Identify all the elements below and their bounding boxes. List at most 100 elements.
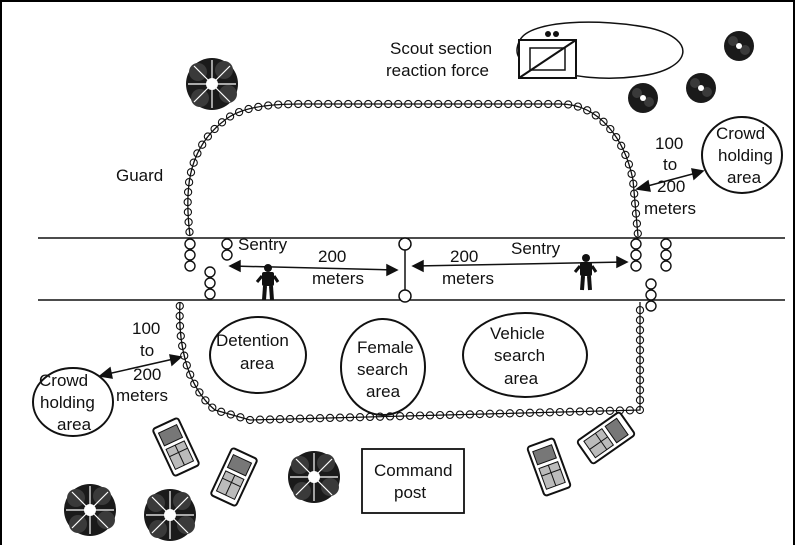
wire-loop (633, 229, 642, 238)
wire-loop (565, 407, 575, 416)
wire-loop (474, 99, 483, 109)
wire-loop (385, 412, 395, 421)
wire-loop (201, 396, 210, 405)
sentry-left-label: Sentry (238, 235, 288, 254)
wire-loop (631, 209, 641, 218)
detention-area-oval (209, 316, 307, 394)
wire-loop (575, 407, 585, 416)
detention-label-1: Detention (216, 331, 289, 350)
scout-label-line1: Scout section (390, 39, 492, 58)
wire-loop (217, 407, 226, 416)
wire-loop (505, 409, 515, 418)
command-post-box (361, 448, 465, 514)
sentry-left-icon (255, 262, 280, 302)
distance-top-right-2: to (663, 155, 677, 174)
wire-loop (621, 150, 630, 160)
distance-bottom-left-2: to (140, 341, 154, 360)
wire-loop (255, 415, 265, 424)
distance-road-right-1: 200 (450, 247, 478, 266)
wire-loop (524, 99, 533, 109)
distance-road-left-1: 200 (318, 247, 346, 266)
wire-loop (226, 410, 235, 419)
wire-loop (315, 414, 325, 423)
female-search-area-oval (340, 318, 426, 416)
wire-loop (344, 99, 353, 109)
wire-loop (284, 100, 293, 109)
wire-loop (635, 335, 645, 345)
bottom-margin (0, 545, 795, 559)
wire-loop (627, 169, 636, 179)
tree-icon (63, 483, 117, 537)
wire-loop (355, 413, 365, 422)
command-post-label-2: post (394, 483, 426, 502)
wire-loop (454, 99, 463, 109)
wire-loop (605, 406, 615, 415)
wire-loop (180, 351, 189, 360)
vehicle-icon (575, 410, 637, 466)
wire-loop (275, 415, 285, 424)
wire-loop (265, 415, 275, 424)
wire-loop (244, 104, 253, 114)
crowd-holding-area-oval-left (32, 367, 114, 437)
wire-loop (485, 409, 495, 418)
vehicle-label-2: search (494, 346, 545, 365)
wire-loop (554, 99, 563, 109)
wire-loop (595, 406, 605, 416)
wire-loop (525, 408, 535, 417)
wire-loop (203, 132, 213, 141)
wire-loop (208, 403, 217, 412)
wire-loop (175, 311, 184, 321)
wire-loop (264, 101, 273, 110)
guard-label: Guard (116, 166, 163, 185)
wire-loop (435, 410, 445, 420)
wire-loop (425, 411, 435, 420)
wire-loop (494, 99, 503, 109)
wire-loop (591, 111, 600, 120)
wire-loop (635, 365, 645, 375)
tree-icon (686, 73, 716, 103)
wire-loop (394, 99, 403, 109)
wire-loop (374, 99, 383, 109)
wire-loop (630, 189, 639, 198)
wire-loop (635, 345, 645, 355)
concertina-loops (175, 99, 645, 425)
wire-loop (304, 99, 313, 109)
wire-loop (635, 395, 645, 405)
female-label-2: search (357, 360, 408, 379)
wire-loop (564, 100, 573, 109)
wire-loop (583, 106, 592, 115)
crowd-top-right-1: Crowd (716, 124, 765, 143)
wire-loop (632, 219, 642, 228)
wire-loop (175, 321, 185, 331)
wire-loop (384, 99, 393, 109)
wire-loop (364, 99, 373, 109)
wire-loop (236, 413, 245, 422)
wire-loop (285, 414, 295, 424)
wire-loop (186, 168, 196, 177)
upper-concertina-wire (187, 103, 639, 237)
crowd-bottom-left-1: Crowd (39, 371, 88, 390)
wire-loop (175, 301, 184, 311)
wire-loop (455, 410, 465, 419)
crowd-top-right-2: holding (718, 146, 773, 165)
wire-loop (195, 388, 204, 397)
wire-loop (475, 409, 485, 419)
wire-loop (354, 99, 363, 109)
wire-loop (274, 100, 283, 109)
female-label-3: area (366, 382, 401, 401)
wire-loop (573, 102, 583, 111)
wire-loop (405, 411, 415, 421)
distance-top-right-4: meters (644, 199, 696, 218)
wire-loop (254, 102, 263, 112)
wire-loop (624, 160, 634, 169)
scout-section-icon (516, 21, 684, 80)
wire-loop (185, 227, 194, 237)
crowd-bottom-left-3: area (57, 415, 92, 434)
wire-loop (635, 305, 645, 315)
vehicle-icon (151, 416, 201, 478)
vehicle-search-area-oval (462, 312, 588, 398)
wire-loop (630, 199, 640, 208)
wire-loop (635, 385, 645, 395)
wire-loop (555, 407, 565, 417)
